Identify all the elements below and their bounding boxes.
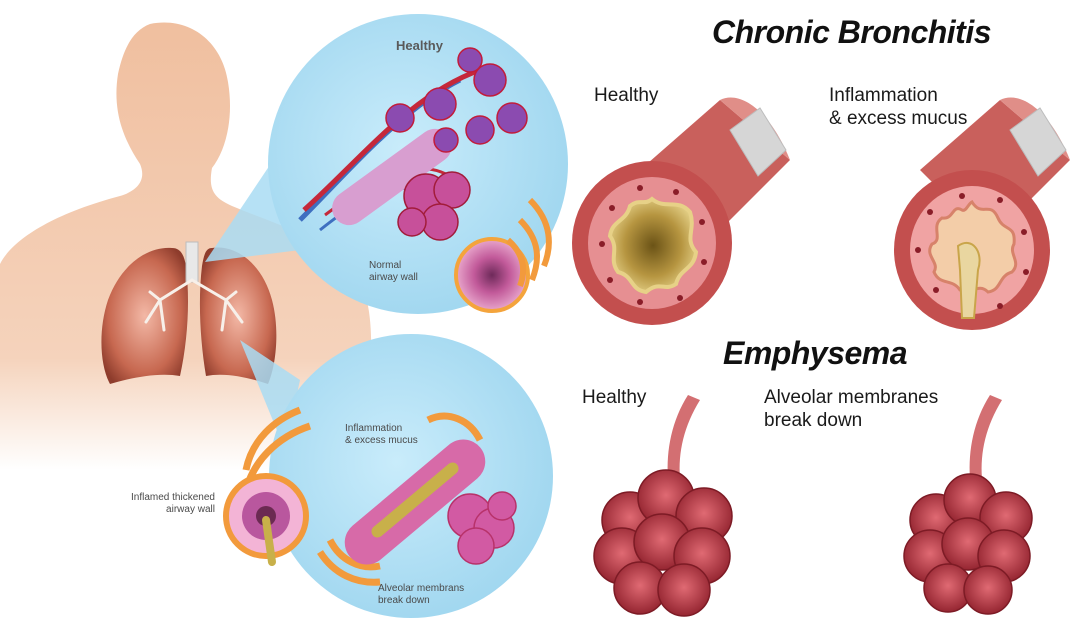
top-circle-title: Healthy [396,40,443,52]
emphysema-damaged-label: Alveolar membranes break down [764,386,938,432]
bronchitis-inflamed-label: Inflammation & excess mucus [829,84,967,130]
emphysema-healthy-label: Healthy [582,386,646,409]
normal-airway-label: Normal airway wall [369,260,418,284]
inflamed-airway-label: Inflamed thickened airway wall [131,492,215,516]
emphysema-title: Emphysema [723,335,907,372]
bronchitis-healthy-label: Healthy [594,84,658,107]
mucus-label: Inflammation & excess mucus [345,423,418,447]
chronic-bronchitis-title: Chronic Bronchitis [712,14,991,51]
alveoli-breakdown-label: Alveolar membrans break down [378,583,464,607]
healthy-magnified-circle [268,14,568,314]
inflamed-airway-tube [894,98,1070,331]
healthy-airway-tube [572,98,790,326]
healthy-alveoli-cluster [594,395,732,616]
